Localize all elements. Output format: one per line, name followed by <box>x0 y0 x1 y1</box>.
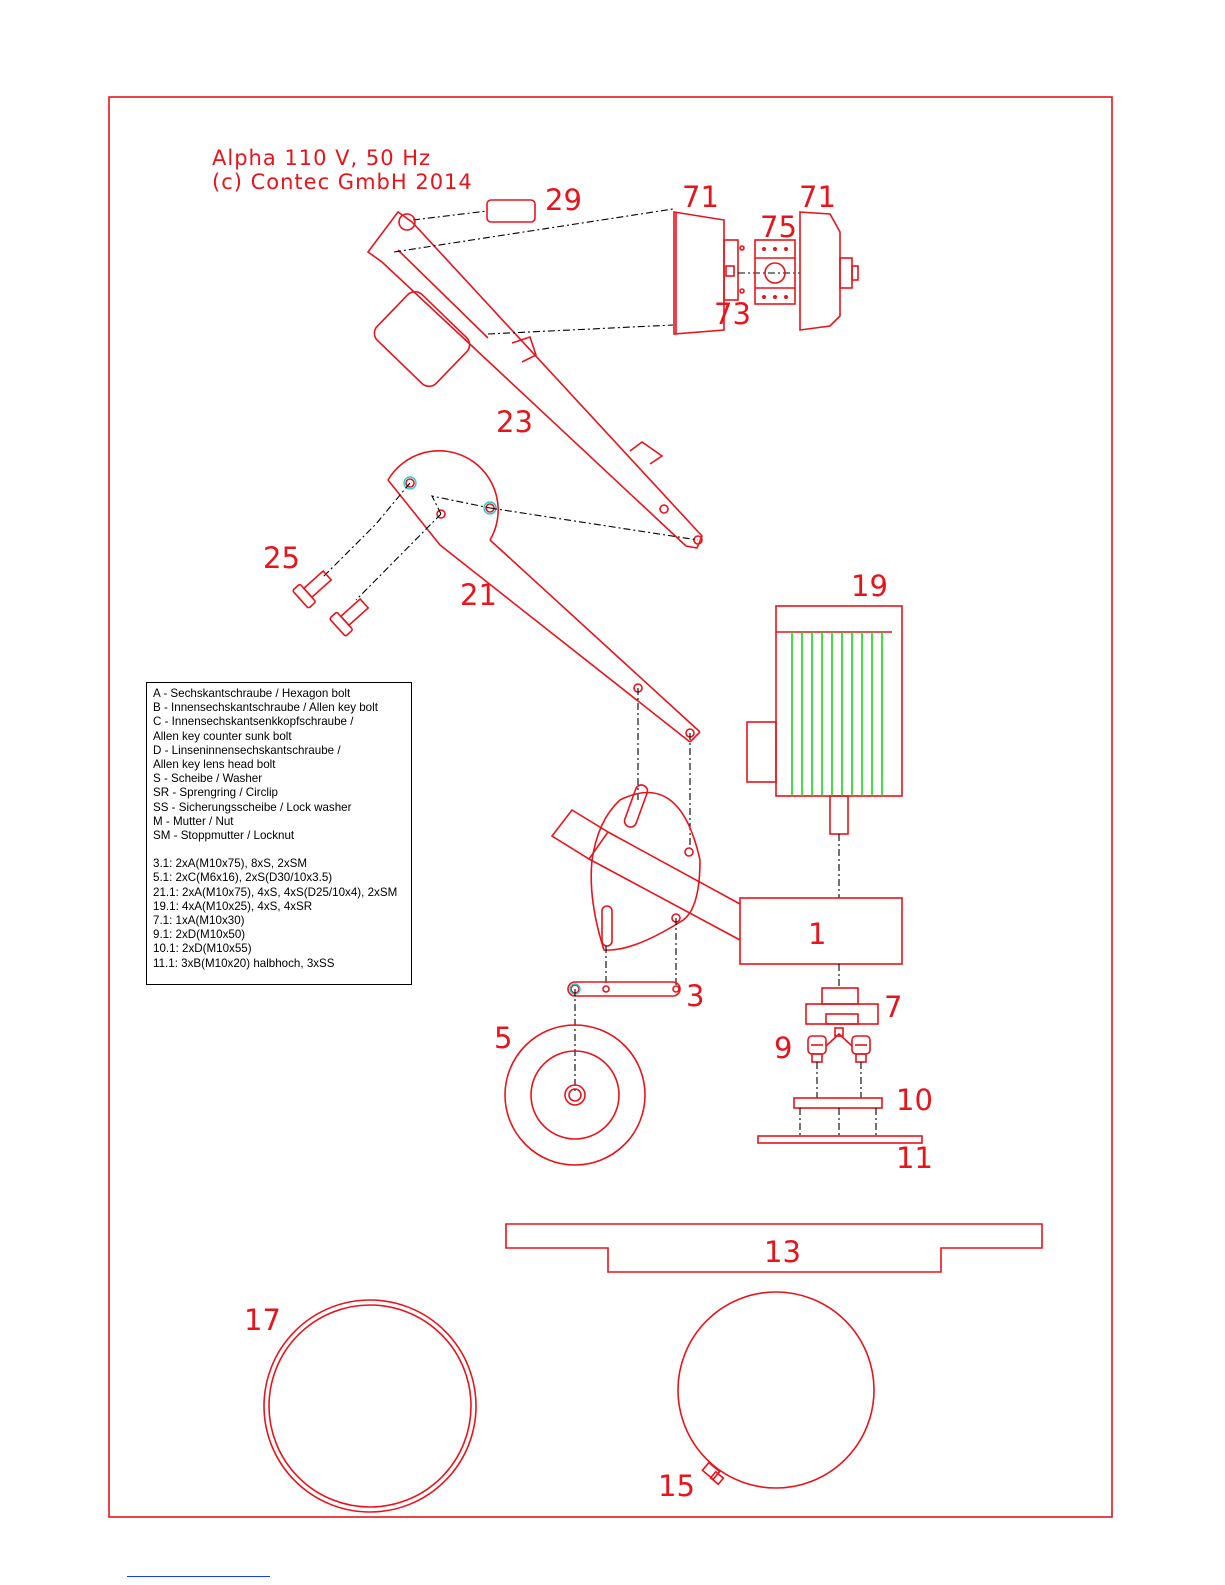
part-71-switch-housing-front <box>799 211 859 331</box>
label-11: 11 <box>896 1141 933 1175</box>
part-mounting-bracket <box>550 784 741 986</box>
part-7-pulley <box>805 964 879 1025</box>
label-5: 5 <box>494 1021 512 1055</box>
label-13: 13 <box>764 1235 801 1269</box>
part-71-switch-housing-rear <box>673 211 725 335</box>
legend-code-c-en: Allen key counter sunk bolt <box>153 729 292 743</box>
part-5-wheel <box>504 1024 646 1166</box>
legend-code-ss: SS - Sicherungsscheibe / Lock washer <box>153 800 352 814</box>
legend-part-5-1: 5.1: 2xC(M6x16), 2xS(D30/10x3.5) <box>153 871 333 885</box>
legend-code-sr: SR - Sprengring / Circlip <box>153 786 278 800</box>
legend-part-3-1: 3.1: 2xA(M10x75), 8xS, 2xSM <box>153 857 308 871</box>
legend-code-sm: SM - Stoppmutter / Locknut <box>153 829 295 843</box>
legend-code-c: C - Innensechskantsenkkopfschraube / <box>153 715 354 729</box>
part-11-base-plate <box>757 1135 923 1144</box>
label-29: 29 <box>545 183 582 217</box>
label-23: 23 <box>496 405 533 439</box>
part-9-rollers <box>807 1027 871 1098</box>
legend-spacer <box>153 843 405 857</box>
label-17: 17 <box>244 1303 281 1337</box>
part-23-handle-bar <box>366 208 703 549</box>
label-71-front: 71 <box>799 180 836 214</box>
label-21: 21 <box>460 578 497 612</box>
title-line-1: Alpha 110 V, 50 Hz <box>212 146 431 170</box>
part-73-switch-plate <box>723 239 800 301</box>
legend-code-b: B - Innensechskantschraube / Allen key b… <box>153 701 378 715</box>
label-9: 9 <box>774 1031 792 1065</box>
part-1-gear-housing <box>739 897 903 965</box>
legend-part-10-1: 10.1: 2xD(M10x55) <box>153 942 252 956</box>
label-10: 10 <box>896 1083 933 1117</box>
title-line-2: (c) Contec GmbH 2014 <box>212 170 473 194</box>
label-75: 75 <box>760 210 797 244</box>
part-19-motor <box>746 605 903 898</box>
legend-part-11-1: 11.1: 3xB(M10x20) halbhoch, 3xSS <box>153 956 335 970</box>
legend-part-21-1: 21.1: 2xA(M10x75), 4xS, 4xS(D25/10x4), 2… <box>153 885 398 899</box>
footer-link-underline[interactable] <box>127 1576 270 1577</box>
part-10-plate <box>793 1097 883 1136</box>
label-15: 15 <box>658 1469 695 1503</box>
part-25-clamp-knob-upper <box>292 569 333 609</box>
label-71-rear: 71 <box>682 180 719 214</box>
legend-code-m: M - Mutter / Nut <box>153 814 234 828</box>
fastener-legend: A - Sechskantschraube / Hexagon bolt B -… <box>146 682 412 985</box>
legend-part-19-1: 19.1: 4xA(M10x25), 4xS, 4xSR <box>153 899 313 913</box>
legend-code-d-en: Allen key lens head bolt <box>153 758 276 772</box>
label-19: 19 <box>851 569 888 603</box>
legend-part-9-1: 9.1: 2xD(M10x50) <box>153 928 246 942</box>
part-15-hose-clamp <box>677 1291 875 1489</box>
label-3: 3 <box>686 979 704 1013</box>
part-13-guide-rail <box>505 1223 1043 1273</box>
label-25: 25 <box>263 541 300 575</box>
drawing-frame <box>108 96 1113 1518</box>
legend-code-a: A - Sechskantschraube / Hexagon bolt <box>153 687 351 700</box>
legend-code-s: S - Scheibe / Washer <box>153 772 263 786</box>
part-29-grip <box>412 199 536 223</box>
label-1: 1 <box>808 917 826 951</box>
part-17-ring <box>263 1299 477 1513</box>
part-25-clamp-knob-lower <box>329 597 370 637</box>
legend-code-d: D - Linseninnensechskantschraube / <box>153 743 341 757</box>
label-73: 73 <box>714 297 751 331</box>
part-3-link-bar <box>567 981 681 1092</box>
label-7: 7 <box>884 990 902 1024</box>
part-75-switch <box>754 239 796 305</box>
legend-part-7-1: 7.1: 1xA(M10x30) <box>153 914 245 928</box>
